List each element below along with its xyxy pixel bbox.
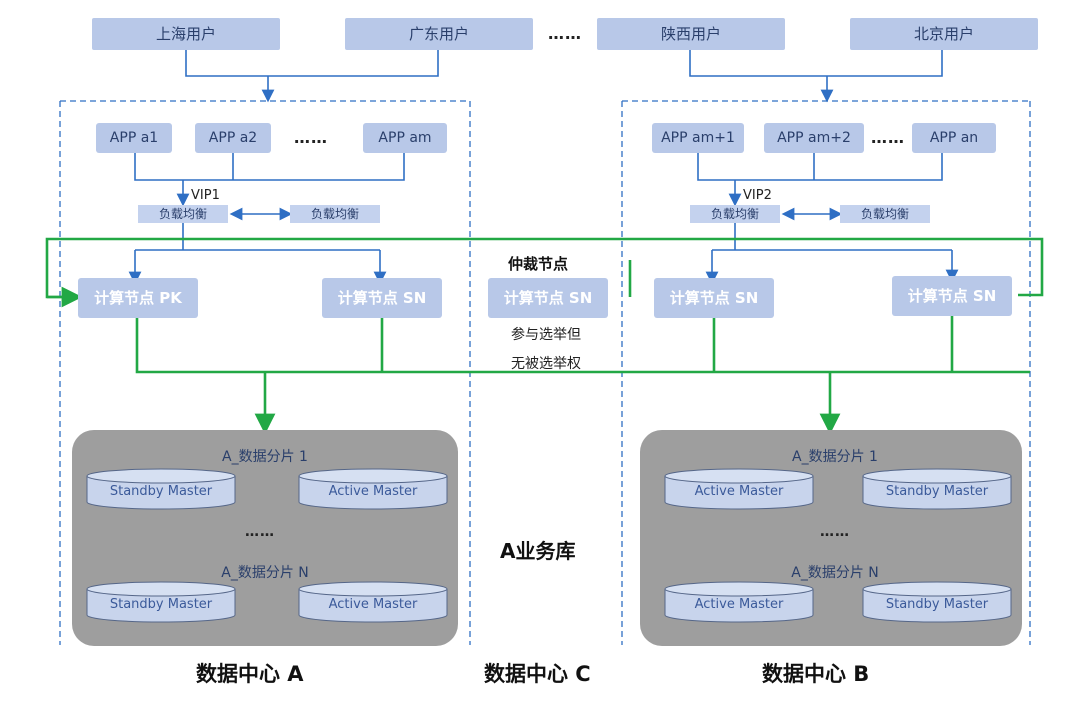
dc-b-compute-node-sn-1: 计算节点 SN [654,278,774,318]
dc-b-shard-1-left-label: Active Master [694,484,784,499]
user-shaanxi: 陕西用户 [597,18,785,50]
dc-a-shard-1-left-label: Standby Master [109,484,213,499]
dc-b-shard-ellipsis: …… [820,524,850,540]
dc-b-vip: VIP2 [743,188,772,203]
dc-a-label: 数据中心 A [196,662,304,686]
arbiter-note-2: 无被选举权 [511,356,581,372]
dc-a-shard-n-standby-db: Standby Master [86,581,236,623]
database-cylinder-icon [298,468,448,510]
database-cylinder-icon [86,581,236,623]
dc-c-compute-node-sn: 计算节点 SN [488,278,608,318]
dc-a-load-balancer-1: 负载均衡 [138,205,228,223]
dc-a-shard-1-active-db: Active Master [298,468,448,510]
dc-a-app-m: APP am [363,123,447,153]
dc-b-shard-1-right-label: Standby Master [885,484,989,499]
dc-b-shard-1-active-db: Active Master [664,468,814,510]
dc-b-apps-ellipsis: …… [871,128,905,147]
dc-b-shard-1-title: A_数据分片 1 [792,449,878,465]
dc-a-shard-1-standby-db: Standby Master [86,468,236,510]
dc-b-app-1: APP am+1 [652,123,744,153]
dc-b-shard-1-standby-db: Standby Master [862,468,1012,510]
database-cylinder-icon [862,581,1012,623]
dc-b-shard-n-right-label: Standby Master [885,597,989,612]
user-beijing: 北京用户 [850,18,1038,50]
dc-a-shard-n-right-label: Active Master [328,597,418,612]
dc-c-label: 数据中心 C [484,662,591,686]
dc-b-compute-node-sn-2: 计算节点 SN [892,276,1012,316]
dc-a-load-balancer-2: 负载均衡 [290,205,380,223]
dc-b-load-balancer-1: 负载均衡 [690,205,780,223]
dc-b-shard-n-standby-db: Standby Master [862,581,1012,623]
dc-b-load-balancer-2: 负载均衡 [840,205,930,223]
dc-a-app-1: APP a1 [96,123,172,153]
dc-a-compute-node-pk: 计算节点 PK [78,278,198,318]
dc-a-shard-n-left-label: Standby Master [109,597,213,612]
dc-a-app-2: APP a2 [195,123,271,153]
dc-b-shard-n-left-label: Active Master [694,597,784,612]
dc-b-shard-n-active-db: Active Master [664,581,814,623]
users-ellipsis: …… [548,24,582,43]
dc-b-shard-n-title: A_数据分片 N [791,565,879,581]
dc-a-shard-1-title: A_数据分片 1 [222,449,308,465]
dc-a-shard-ellipsis: …… [245,524,275,540]
database-cylinder-icon [664,468,814,510]
dc-a-vip: VIP1 [191,188,220,203]
database-cylinder-icon [664,581,814,623]
dc-a-compute-node-sn: 计算节点 SN [322,278,442,318]
database-cylinder-icon [298,581,448,623]
dc-a-shard-n-active-db: Active Master [298,581,448,623]
arbiter-note-1: 参与选举但 [511,327,581,343]
database-cylinder-icon [862,468,1012,510]
user-shanghai: 上海用户 [92,18,280,50]
dc-b-label: 数据中心 B [762,662,870,686]
dc-a-shard-1-right-label: Active Master [328,484,418,499]
dc-a-apps-ellipsis: …… [294,128,328,147]
database-cylinder-icon [86,468,236,510]
user-guangdong: 广东用户 [345,18,533,50]
dc-b-app-n: APP an [912,123,996,153]
dc-a-shard-n-title: A_数据分片 N [221,565,309,581]
dc-b-app-2: APP am+2 [764,123,864,153]
business-db-label: A业务库 [500,539,576,563]
arbiter-title: 仲裁节点 [508,255,569,273]
